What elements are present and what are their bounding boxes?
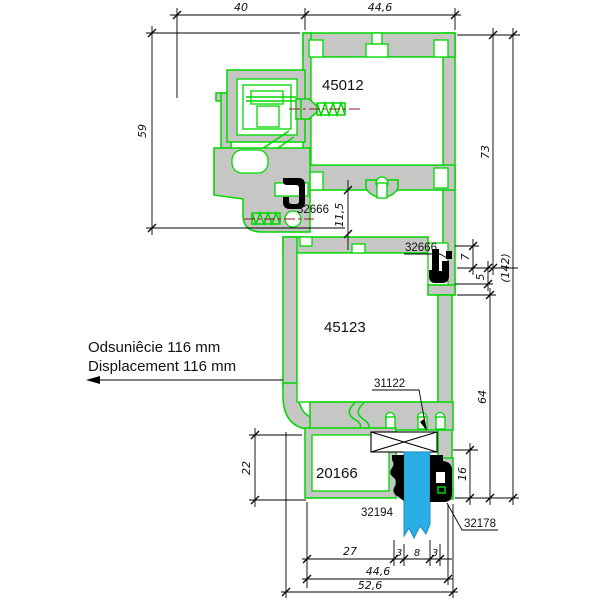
label-32178: 32178 (464, 518, 496, 530)
offset-arrowhead (86, 376, 100, 384)
gasket-32194-shape (390, 455, 404, 501)
dim-right-7: 7 (459, 254, 472, 261)
profile-45012-shape (302, 32, 456, 296)
offset-text-pl: Odsuniêcie 116 mm (88, 339, 220, 356)
label-32194: 32194 (361, 507, 394, 519)
dim-rebate-11-5: 11,5 (333, 203, 346, 228)
dim-top-44-6: 44,6 (368, 1, 393, 14)
dim-bottom-52-6: 52,6 (358, 579, 383, 592)
dim-left-59: 59 (136, 124, 149, 138)
offset-annotation: Odsuniêcie 116 mm Displacement 116 mm (86, 339, 283, 384)
gasket-32666-right-shape (429, 249, 452, 283)
label-32666-right: 32666 (405, 242, 437, 254)
dimension-texts: 40 44,6 59 73 (142) 7 5 64 16 11,5 22 27… (136, 1, 512, 592)
dimension-ticks (147, 10, 518, 597)
dim-top-40: 40 (234, 1, 248, 14)
label-20166: 20166 (316, 465, 358, 482)
part-labels: 45012 45123 20166 32666 32666 31122 3219… (297, 77, 498, 531)
label-31122: 31122 (374, 378, 405, 390)
dim-right-142: (142) (499, 253, 512, 283)
label-45012: 45012 (322, 77, 364, 94)
bracket-assembly-shape (213, 69, 311, 233)
dim-bottom-44-6: 44,6 (366, 565, 391, 578)
screw-bottom (244, 210, 314, 227)
dim-right-64: 64 (476, 390, 489, 404)
glass-pane (403, 451, 431, 540)
offset-text-en: Displacement 116 mm (88, 358, 236, 375)
gasket-32178-shape (430, 455, 452, 502)
setting-block-31122-shape (370, 431, 438, 453)
screw-top (289, 98, 360, 120)
dim-bottom-27: 27 (343, 545, 357, 558)
gasket-32666-top-shape (283, 178, 305, 209)
label-45123: 45123 (324, 319, 366, 336)
dim-left-22: 22 (240, 461, 253, 475)
dim-right-5: 5 (474, 274, 487, 281)
dim-bottom-8: 8 (414, 548, 420, 559)
dim-right-73: 73 (479, 145, 492, 159)
dim-right-16: 16 (456, 467, 469, 481)
dimension-lines (146, 8, 520, 598)
dim-bottom-3a: 3 (396, 548, 402, 559)
label-32666-top: 32666 (297, 204, 329, 216)
dim-bottom-3b: 3 (432, 548, 438, 559)
